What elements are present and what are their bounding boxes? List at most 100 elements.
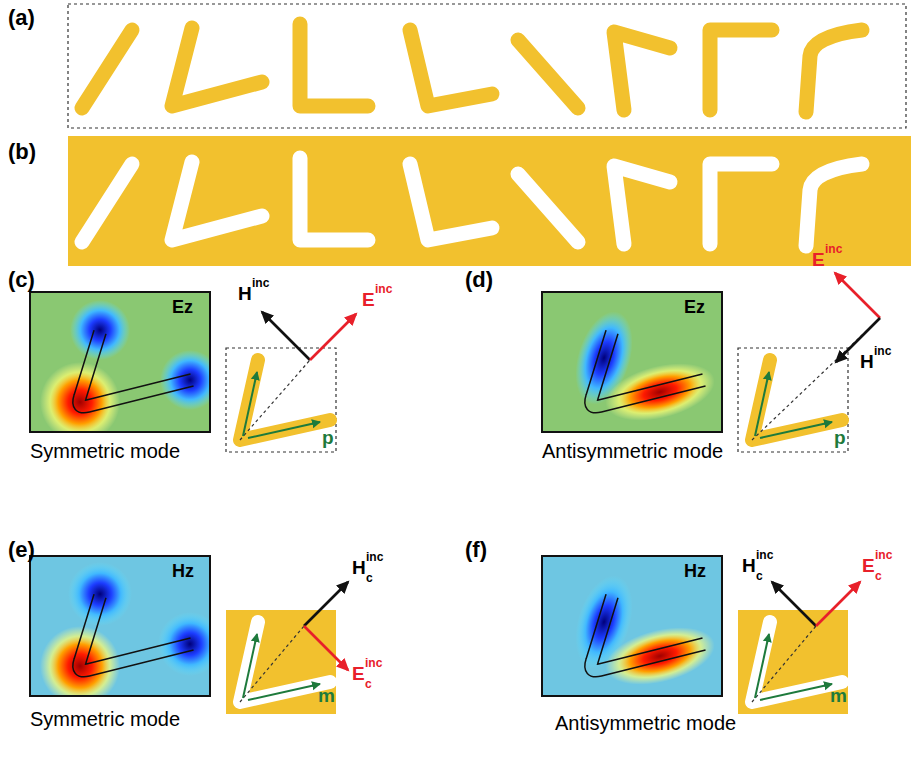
- vector-diagram-part: [752, 622, 842, 702]
- superscript: inc: [365, 657, 382, 670]
- vector-diagram-part: [248, 422, 320, 438]
- field-arrow-part: [816, 582, 860, 626]
- vector-diagram-part: [226, 348, 336, 452]
- gold-antenna: [82, 24, 862, 112]
- moment-label: p: [322, 428, 334, 449]
- field-map-part-part: [542, 556, 722, 696]
- field-arrow-part: [835, 273, 880, 318]
- field-map-part: [30, 292, 210, 432]
- slot-antenna-part: [172, 162, 262, 240]
- vector-diagram: [738, 610, 848, 714]
- vector-label: E: [862, 556, 875, 577]
- slot-antenna-part: [614, 166, 670, 244]
- slot-antenna-part: [300, 158, 368, 240]
- moment-label: m: [318, 686, 335, 707]
- field-label: Hz: [684, 562, 706, 582]
- vector-diagram-part: [738, 610, 848, 714]
- panel-label: (e): [8, 538, 35, 562]
- slot-antenna: [82, 158, 862, 246]
- field-map-part: [591, 332, 704, 407]
- field-map-part: [30, 556, 210, 696]
- field-arrow-part: [772, 582, 816, 626]
- vector-label: H: [860, 352, 874, 373]
- slot-antenna-part: [82, 164, 132, 242]
- vector-label: E: [362, 290, 375, 311]
- vector-label: E: [812, 250, 825, 271]
- gold-antenna-part: [172, 28, 262, 106]
- field-map: [542, 292, 722, 432]
- vector-diagram-part: [752, 360, 842, 440]
- vector-label: H: [238, 284, 252, 305]
- mode-caption: Antisymmetric mode: [542, 440, 723, 462]
- superscript: inc: [756, 549, 773, 562]
- field-arrow-part: [310, 314, 356, 360]
- gold-antenna-part: [410, 30, 492, 106]
- superscript: inc: [375, 283, 392, 296]
- mode-caption: Symmetric mode: [30, 440, 180, 462]
- field-arrow-part: [262, 312, 310, 360]
- superscript: inc: [875, 549, 892, 562]
- vector-diagram-part: [240, 360, 310, 440]
- vector-label: H: [352, 558, 366, 579]
- vector-diagram-part: [248, 684, 320, 700]
- slot-antenna-part: [410, 164, 492, 240]
- subscript: c: [365, 678, 372, 691]
- vector-label: E: [352, 664, 365, 685]
- field-map-part: [542, 556, 722, 696]
- field-map-part: [591, 596, 704, 671]
- vector-diagram-part: [243, 372, 257, 436]
- vector-diagram-part: [240, 622, 330, 702]
- dashed-frame: [68, 4, 906, 128]
- moment-label: p: [834, 428, 846, 449]
- vector-label: H: [742, 556, 756, 577]
- vector-diagram: [738, 318, 880, 452]
- vector-diagram-part: [752, 318, 880, 440]
- gold-antenna-part: [82, 30, 132, 108]
- superscript: inc: [874, 345, 891, 358]
- mode-caption: Antisymmetric mode: [555, 712, 736, 734]
- vector-diagram-part: [760, 684, 832, 700]
- field-map-part: [542, 292, 722, 432]
- moment-label: m: [830, 686, 847, 707]
- slot-antenna-part: [806, 164, 862, 246]
- superscript: inc: [825, 243, 842, 256]
- field-label: Hz: [172, 562, 194, 582]
- subscript: c: [366, 572, 373, 585]
- field-arrow: [262, 273, 880, 670]
- gold-antenna-part: [614, 32, 670, 110]
- panel-label: (d): [465, 268, 493, 292]
- superscript: inc: [252, 277, 269, 290]
- field-map-part: [542, 292, 722, 432]
- vector-diagram-part: [755, 634, 769, 698]
- subscript: c: [756, 570, 763, 583]
- vector-diagram-part: [760, 422, 832, 438]
- slot-antenna-part: [710, 164, 772, 244]
- vector-diagram-part: [226, 610, 336, 714]
- vector-diagram-part: [755, 372, 769, 436]
- field-map: [30, 556, 222, 706]
- field-map-part: [79, 332, 192, 407]
- panel-label: (b): [8, 140, 36, 164]
- field-map-part-part: [542, 292, 722, 432]
- field-arrow-part: [304, 582, 348, 626]
- field-map-part: [79, 596, 192, 671]
- panel-label: (f): [465, 538, 487, 562]
- vector-diagram-part: [240, 360, 330, 440]
- field-map-part: [30, 292, 210, 432]
- field-map-part: [30, 556, 210, 696]
- gold-antenna-part: [518, 40, 578, 108]
- gold-antenna-part: [300, 24, 368, 106]
- gold-screen: [68, 136, 911, 266]
- panel-label: (a): [8, 6, 35, 30]
- vector-diagram-part: [243, 634, 257, 698]
- panel-label: (c): [8, 268, 35, 292]
- superscript: inc: [366, 551, 383, 564]
- field-map-part: [542, 556, 722, 696]
- field-label: Ez: [172, 298, 193, 318]
- vector-diagram: [226, 348, 336, 452]
- subscript: c: [875, 570, 882, 583]
- field-map: [30, 292, 220, 442]
- field-arrow-part: [304, 626, 348, 670]
- gold-antenna-part: [806, 30, 862, 112]
